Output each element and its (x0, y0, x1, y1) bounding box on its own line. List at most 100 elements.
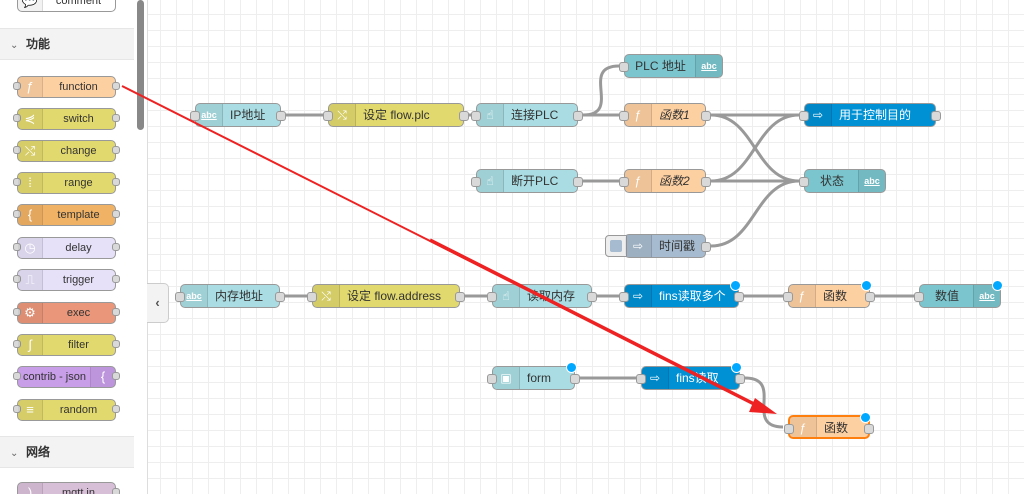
palette-node-trigger[interactable]: ⎍trigger (13, 269, 120, 291)
collapse-palette-button[interactable]: ‹ (147, 283, 169, 323)
input-port[interactable] (619, 62, 629, 72)
palette-node-mqtt-in[interactable]: ) mqtt in (17, 482, 120, 494)
output-port[interactable] (587, 292, 597, 302)
output-port[interactable] (734, 292, 744, 302)
output-port[interactable] (573, 177, 583, 187)
input-port[interactable] (487, 292, 497, 302)
flow-node-n7[interactable]: ☝断开PLC (471, 169, 583, 193)
output-port[interactable] (570, 374, 580, 384)
output-port[interactable] (112, 114, 120, 122)
switch-icon: ⋞ (18, 109, 43, 129)
input-port[interactable] (799, 111, 809, 121)
output-port[interactable] (112, 243, 120, 251)
output-port[interactable] (112, 146, 120, 154)
flow-node-n6[interactable]: ⇨用于控制目的 (799, 103, 941, 127)
palette-node-contrib---json[interactable]: {contrib - json (13, 366, 120, 388)
input-port[interactable] (619, 292, 629, 302)
flow-workspace[interactable] (148, 0, 1024, 494)
input-port[interactable] (636, 374, 646, 384)
output-port[interactable] (276, 111, 286, 121)
flow-node-n18[interactable]: ⇨fins读取 (636, 362, 745, 390)
input-port[interactable] (471, 111, 481, 121)
input-port[interactable] (190, 111, 200, 121)
input-port[interactable] (799, 177, 809, 187)
output-port[interactable] (275, 292, 285, 302)
input-port[interactable] (13, 114, 21, 122)
flow-node-n12[interactable]: ⤭设定 flow.address (307, 284, 465, 308)
flow-node-n3[interactable]: ☝连接PLC (471, 103, 583, 127)
flow-node-n2[interactable]: ⤭设定 flow.plc (323, 103, 469, 127)
output-port[interactable] (931, 111, 941, 121)
input-port[interactable] (307, 292, 317, 302)
output-port[interactable] (112, 405, 120, 413)
input-port[interactable] (784, 424, 794, 434)
input-port[interactable] (13, 405, 21, 413)
inject-trigger-button[interactable] (605, 235, 627, 257)
input-port[interactable] (13, 243, 21, 251)
input-port[interactable] (13, 275, 21, 283)
output-port[interactable] (735, 374, 745, 384)
palette-category-network[interactable]: ⌄网络 (0, 436, 134, 468)
input-port[interactable] (323, 111, 333, 121)
input-port[interactable] (619, 177, 629, 187)
flow-node-n10[interactable]: ⇨时间戳 (605, 234, 711, 258)
input-port[interactable] (13, 146, 21, 154)
output-port[interactable] (112, 340, 120, 348)
input-port[interactable] (13, 82, 21, 90)
output-port[interactable] (112, 372, 120, 380)
flow-node-n13[interactable]: ☝读取内存 (487, 284, 597, 308)
output-port[interactable] (455, 292, 465, 302)
output-port[interactable] (701, 111, 711, 121)
output-port[interactable] (701, 177, 711, 187)
palette-node-comment[interactable]: 💬 comment (17, 0, 116, 12)
input-port[interactable] (175, 292, 185, 302)
input-port[interactable] (13, 178, 21, 186)
palette-node-exec[interactable]: ⚙exec (13, 302, 120, 324)
node-label: form (527, 371, 551, 385)
flow-node-n17[interactable]: ▣form (487, 362, 580, 390)
output-port[interactable] (112, 210, 120, 218)
output-port[interactable] (701, 242, 711, 252)
input-port[interactable] (783, 292, 793, 302)
palette-node-change[interactable]: ⤭change (13, 140, 120, 162)
gear-icon: ⚙ (18, 303, 43, 323)
input-port[interactable] (13, 210, 21, 218)
palette-category-function[interactable]: ⌄功能 (0, 28, 134, 60)
output-port[interactable] (112, 488, 120, 494)
input-port[interactable] (487, 374, 497, 384)
input-port[interactable] (619, 111, 629, 121)
palette-node-switch[interactable]: ⋞switch (13, 108, 120, 130)
node-label: 数值 (934, 289, 959, 303)
flow-node-n14[interactable]: ⇨fins读取多个 (619, 280, 744, 308)
input-port[interactable] (471, 177, 481, 187)
palette-scrollbar-thumb[interactable] (137, 0, 144, 130)
input-port[interactable] (13, 308, 21, 316)
output-port[interactable] (573, 111, 583, 121)
node-label: 时间戳 (659, 239, 696, 253)
input-port[interactable] (13, 372, 21, 380)
output-port[interactable] (112, 275, 120, 283)
output-port[interactable] (112, 308, 120, 316)
palette-node-filter[interactable]: ∫filter (13, 334, 120, 356)
output-port[interactable] (459, 111, 469, 121)
input-port[interactable] (914, 292, 924, 302)
input-port[interactable] (13, 340, 21, 348)
palette-node-random[interactable]: ≡random (13, 399, 120, 421)
output-port[interactable] (865, 292, 875, 302)
palette-node-delay[interactable]: ◷delay (13, 237, 120, 259)
output-port[interactable] (864, 424, 874, 434)
output-port[interactable] (112, 178, 120, 186)
palette-node-template[interactable]: {template (13, 204, 120, 226)
palette-node-range[interactable]: ⁞range (13, 172, 120, 194)
output-port[interactable] (112, 82, 120, 90)
